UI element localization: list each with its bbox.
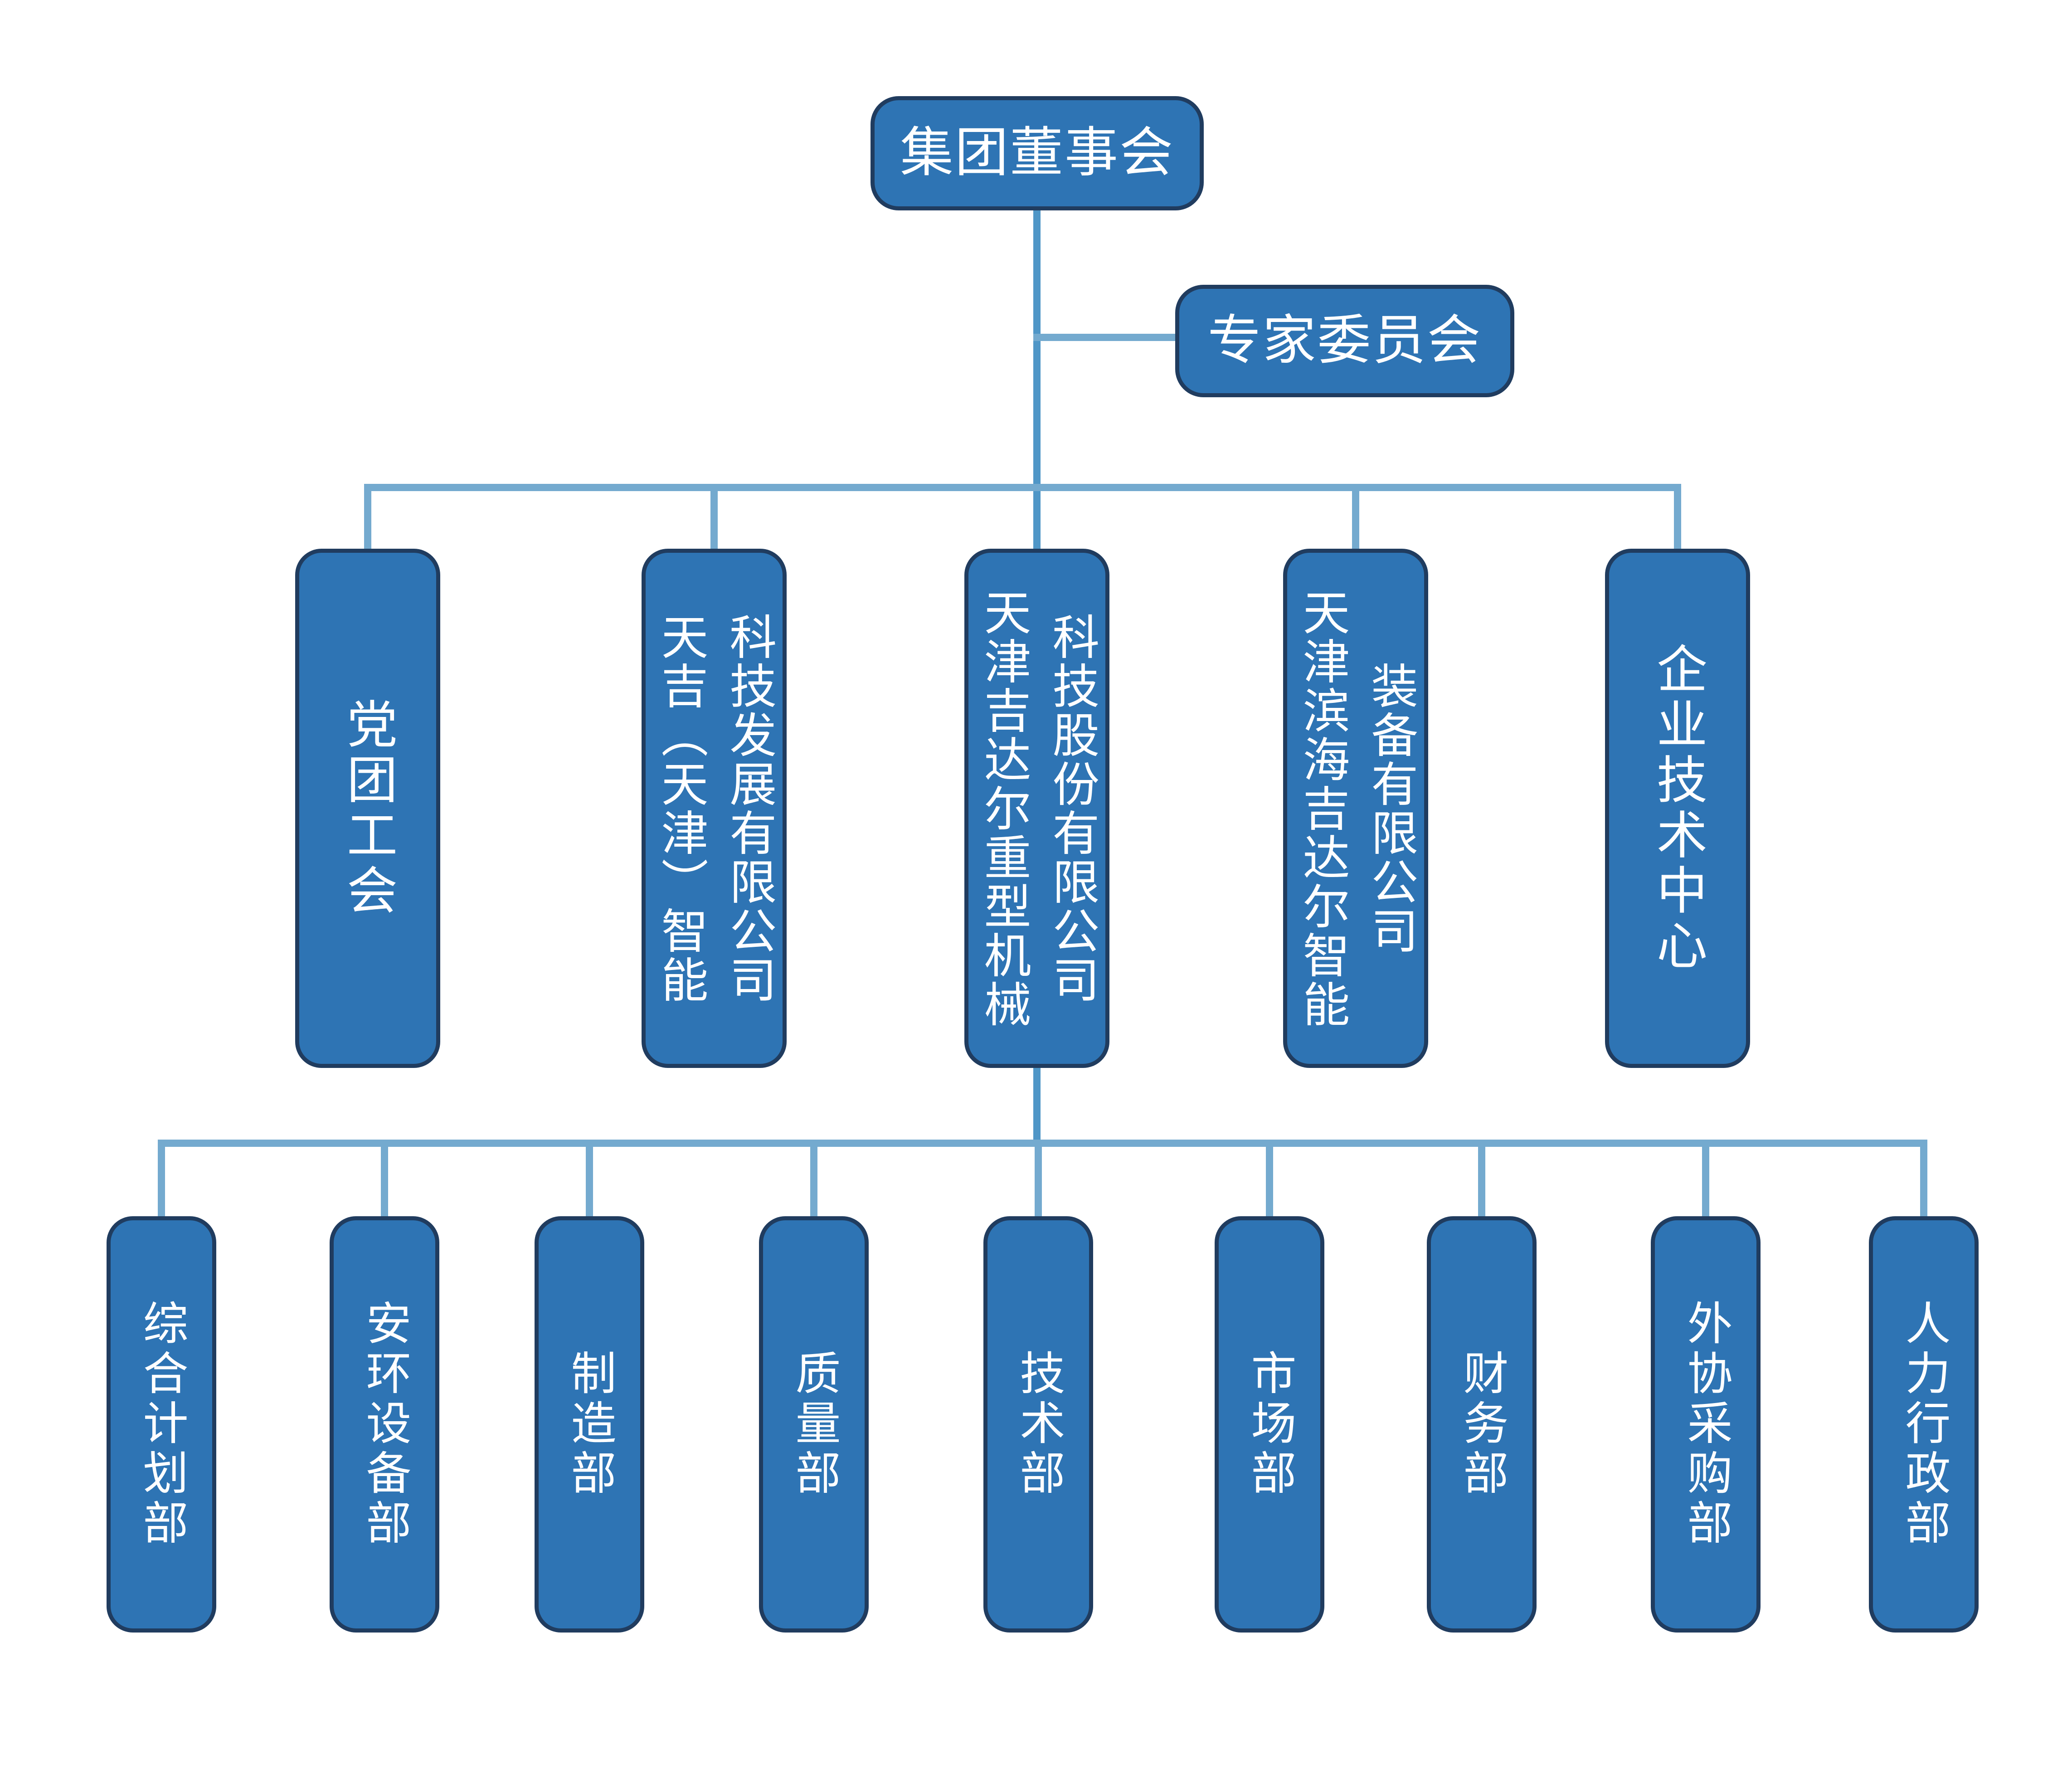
connector-level1-drop-1 [364,487,371,551]
node-hr-admin-dept: 人力行政部 [1869,1216,1979,1633]
node-expert-committee: 专家委员会 [1175,285,1514,397]
connector-level2-bus [158,1140,1927,1147]
connector-level1-drop-2 [710,487,718,551]
node-quality-dept: 质量部 [759,1216,869,1633]
connector-level2-drop-5 [1035,1143,1042,1221]
node-group-board: 集团董事会 [871,96,1204,210]
node-tianjin-jidaer-heavy-machinery-label: 天津吉达尔重型机械 科技股份有限公司 [977,588,1098,1029]
connector-level2-drop-3 [586,1143,593,1221]
node-expert-committee-label: 专家委员会 [1207,311,1482,371]
connector-level2-drop-8 [1702,1143,1709,1221]
node-quality-dept-label: 质量部 [788,1350,839,1499]
connector-advisory-branch [1033,334,1178,341]
node-outsourcing-procurement-dept-label: 外协采购部 [1680,1300,1731,1549]
connector-level2-drop-4 [810,1143,817,1221]
node-group-board-label: 集团董事会 [900,123,1174,183]
node-comprehensive-planning-dept: 综合计划部 [107,1216,216,1633]
node-enterprise-tech-center-label: 企业技术中心 [1649,642,1706,975]
connector-level1-drop-4 [1352,487,1359,551]
node-enterprise-tech-center: 企业技术中心 [1605,549,1750,1068]
node-finance-dept: 财务部 [1427,1216,1537,1633]
node-tianji-tianjin-intelligent-tech-label: 天吉（天津）智能 科技发展有限公司 [654,612,775,1004]
node-hr-admin-dept-label: 人力行政部 [1898,1300,1949,1549]
node-comprehensive-planning-dept-label: 综合计划部 [136,1300,187,1549]
node-marketing-dept: 市场部 [1215,1216,1324,1633]
connector-level2-drop-9 [1920,1143,1927,1221]
node-tianjin-binhai-jidaer-intelligent-equipment-label: 天津滨海吉达尔智能 装备有限公司 [1295,588,1416,1029]
node-safety-env-equipment-dept: 安环设备部 [330,1216,439,1633]
node-manufacturing-dept: 制造部 [535,1216,644,1633]
connector-level2-drop-6 [1266,1143,1273,1221]
connector-level2-drop-2 [381,1143,388,1221]
connector-level2-drop-7 [1478,1143,1485,1221]
node-technology-dept-label: 技术部 [1013,1350,1064,1499]
node-tianjin-jidaer-heavy-machinery: 天津吉达尔重型机械 科技股份有限公司 [964,549,1109,1068]
node-technology-dept: 技术部 [983,1216,1093,1633]
node-marketing-dept-label: 市场部 [1244,1350,1295,1499]
connector-level2-drop-1 [158,1143,165,1221]
node-tianjin-binhai-jidaer-intelligent-equipment: 天津滨海吉达尔智能 装备有限公司 [1283,549,1428,1068]
node-party-league-union: 党团工会 [295,549,440,1068]
node-party-league-union-label: 党团工会 [340,697,396,919]
connector-level1-bus [364,484,1681,491]
node-outsourcing-procurement-dept: 外协采购部 [1651,1216,1761,1633]
node-manufacturing-dept-label: 制造部 [564,1350,615,1499]
connector-level1-drop-5 [1674,487,1681,551]
node-finance-dept-label: 财务部 [1456,1350,1507,1499]
node-tianji-tianjin-intelligent-tech: 天吉（天津）智能 科技发展有限公司 [642,549,787,1068]
node-safety-env-equipment-dept-label: 安环设备部 [359,1300,410,1549]
